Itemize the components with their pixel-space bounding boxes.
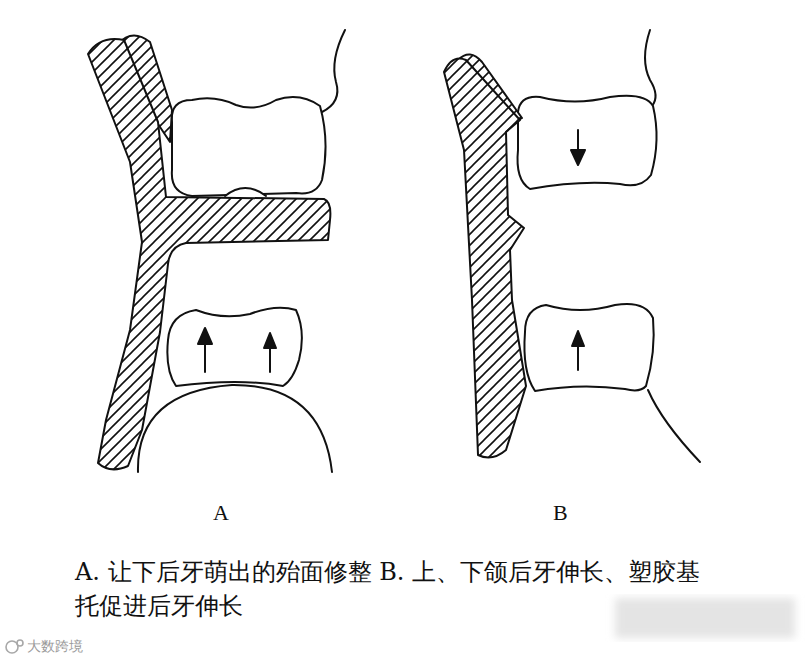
acrylic-base-plate xyxy=(444,59,526,458)
figure-caption: A. 让下后牙萌出的殆面修整 B. 上、下颌后牙伸长、塑胶基托促进后牙伸长 xyxy=(75,555,720,623)
lower-tooth xyxy=(167,308,302,386)
arrow-head xyxy=(571,150,585,165)
lower-jaw xyxy=(138,385,332,472)
upper-gum-line xyxy=(322,30,345,112)
upper-tooth xyxy=(172,97,326,196)
watermark: 大数跨境 xyxy=(27,638,83,656)
arrow-head xyxy=(264,333,276,348)
lower-tooth xyxy=(524,304,653,391)
panel-letter: A xyxy=(213,500,229,526)
arrow-head xyxy=(572,331,584,346)
arrow-head xyxy=(198,328,212,344)
lower-gum-line xyxy=(648,390,700,462)
cusp-bump xyxy=(225,188,266,196)
upper-tooth xyxy=(518,96,657,189)
upper-gum-line xyxy=(645,30,656,106)
panel-letter: B xyxy=(553,500,568,526)
watermark-logo xyxy=(6,640,23,653)
blurred-patch xyxy=(615,598,795,638)
occlusal-appliance xyxy=(88,39,330,469)
